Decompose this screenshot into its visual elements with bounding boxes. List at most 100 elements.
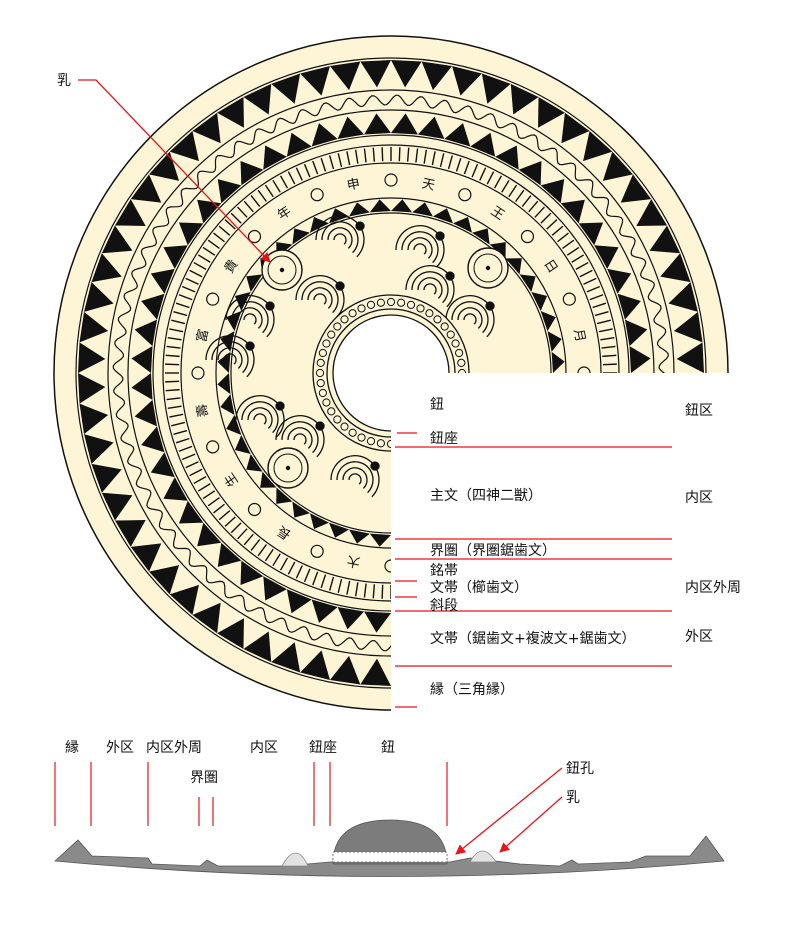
sawtooth-tooth [624,319,648,347]
knob-seat-bead [340,315,349,324]
sawtooth-tooth [234,292,251,312]
comb-tooth [601,345,616,349]
comb-tooth [295,565,303,579]
comb-tooth [295,167,303,181]
comb-tooth [185,277,199,285]
inscription-glyph: 月 [570,328,587,344]
comb-tooth [439,153,445,168]
comb-tooth [546,219,558,230]
knob-seat-bead [327,407,336,416]
sawtooth-tooth [91,253,122,283]
section-label-rim: 縁 [65,740,79,756]
sawtooth-tooth [78,373,106,404]
sawtooth-tooth [114,199,146,226]
comb-tooth [508,184,518,198]
comb-tooth [528,200,539,213]
comb-tooth [165,354,180,358]
knob-seat-bead [376,439,385,448]
sawtooth-tooth [134,319,158,347]
sawtooth-tooth [673,311,703,343]
comb-tooth [193,475,207,485]
motif-swirl [307,287,333,309]
inscription-ring [191,366,205,380]
comb-tooth [515,189,525,202]
knob-seat-bead [318,388,327,398]
label-slope: 斜段 [430,598,458,614]
comb-tooth [166,345,181,349]
comb-tooth [257,189,267,202]
comb-tooth [566,246,580,256]
sawtooth-tooth [472,228,490,245]
sawtooth-tooth [141,426,165,453]
comb-tooth [501,179,510,193]
sawtooth-tooth [217,618,244,650]
inscription-ring [520,229,535,244]
motif-swirl [413,243,427,255]
sawtooth-tooth [391,60,422,88]
knob-seat-bead [440,322,449,331]
comb-tooth [423,149,428,164]
motif-swirl [333,233,347,245]
inscription-ring [562,292,576,306]
inscription-glyph: 大 [346,552,362,569]
nipple-center [279,267,285,273]
comb-tooth [540,212,552,224]
sawtooth-tooth [676,342,704,373]
sawtooth-tooth [636,199,668,226]
sawtooth-tooth [660,253,691,283]
motif-swirl [395,225,445,268]
sawtooth-tooth [169,131,199,162]
inscription-ring [247,502,262,517]
motif-swirl [253,413,267,425]
sawtooth-tooth [240,160,264,186]
comb-tooth [594,310,609,317]
nipple-right [469,850,497,863]
label-main-motif: 主文（四神二獣） [430,488,542,504]
sawtooth-tooth [149,565,180,595]
sawtooth-tooth [421,61,453,91]
motif-eye [335,281,345,291]
comb-tooth [181,285,196,293]
sawtooth-tooth [271,73,301,104]
motif-swirl [445,295,495,338]
motif-swirl [423,283,437,295]
motif-swirl [463,313,477,325]
comb-tooth [279,557,289,571]
sawtooth-tooth [150,268,175,294]
knob-seat-bead [446,330,455,339]
section-label-outer-zone: 外区 [106,740,134,756]
label-comb-band: 文帯（櫛歯文） [430,579,528,596]
comb-tooth [381,584,384,599]
comb-tooth [218,225,231,236]
knob-seat-bead [416,304,425,313]
cross-section: 縁 外区 内区外周 界圏 内区 鈕座 鈕 鈕孔 乳 [54,740,725,877]
sawtooth-tooth [578,222,604,246]
comb-tooth [372,584,376,599]
motif-swirl [281,421,319,454]
sawtooth-tooth [311,123,338,147]
sawtooth-tooth [243,83,272,115]
comb-tooth [337,153,343,168]
sawtooth-tooth [226,414,242,435]
comb-tooth [562,239,575,249]
comb-tooth [243,200,254,213]
comb-tooth [447,155,454,170]
zone-inner: 内区 [685,490,713,506]
sawtooth-tooth [246,454,263,472]
comb-tooth [521,195,532,207]
label-boundary-ring: 界圏（界圏鋸歯文） [430,543,556,559]
sawtooth-tooth [192,112,221,144]
motif-swirl [275,415,325,458]
knob-seat-bead [406,300,416,309]
motif-swirl [301,281,339,314]
sawtooth-tooth [276,487,293,504]
sawtooth-tooth [217,179,242,204]
sawtooth-tooth [349,529,370,544]
comb-tooth [346,580,351,595]
inscription-ring [206,292,220,306]
sawtooth-tooth [452,66,482,96]
comb-tooth [363,148,367,163]
inscription-ring [310,544,324,558]
comb-tooth [320,157,327,172]
section-label-knob-hole: 鈕孔 [566,761,594,777]
